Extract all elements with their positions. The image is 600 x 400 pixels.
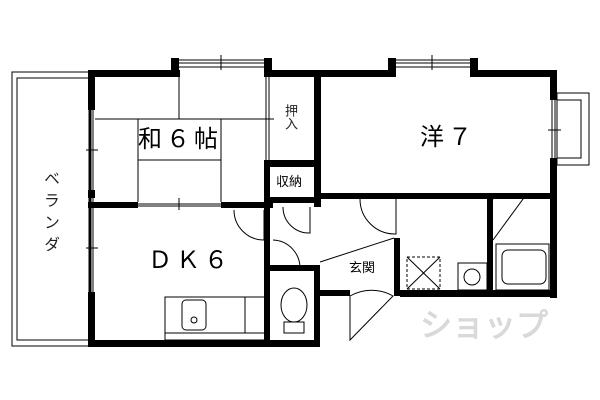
toilet-icon [280, 287, 308, 334]
kitchen-counter [164, 296, 266, 341]
room-label-oshiire: 押入 [282, 104, 297, 130]
tatami-lines [95, 77, 274, 210]
washbasin-icon [457, 262, 488, 291]
room-label-veranda: ベランダ [41, 170, 60, 258]
room-label-genkan: 玄関 [349, 261, 376, 276]
sink-icon [181, 299, 207, 331]
bathtub-icon [495, 243, 550, 291]
watermark: ショップ [420, 306, 549, 344]
veranda [11, 71, 92, 347]
room-label-shuno: 収納 [276, 175, 303, 190]
exterior-walls [88, 58, 557, 347]
windows [86, 55, 590, 292]
washing-machine-icon [406, 256, 441, 290]
room-label-dk: ＤＫ６ [148, 246, 232, 274]
room-label-washitsu: 和６帖 [138, 125, 222, 153]
doors [233, 194, 524, 342]
room-label-youshitsu: 洋７ [420, 123, 476, 151]
